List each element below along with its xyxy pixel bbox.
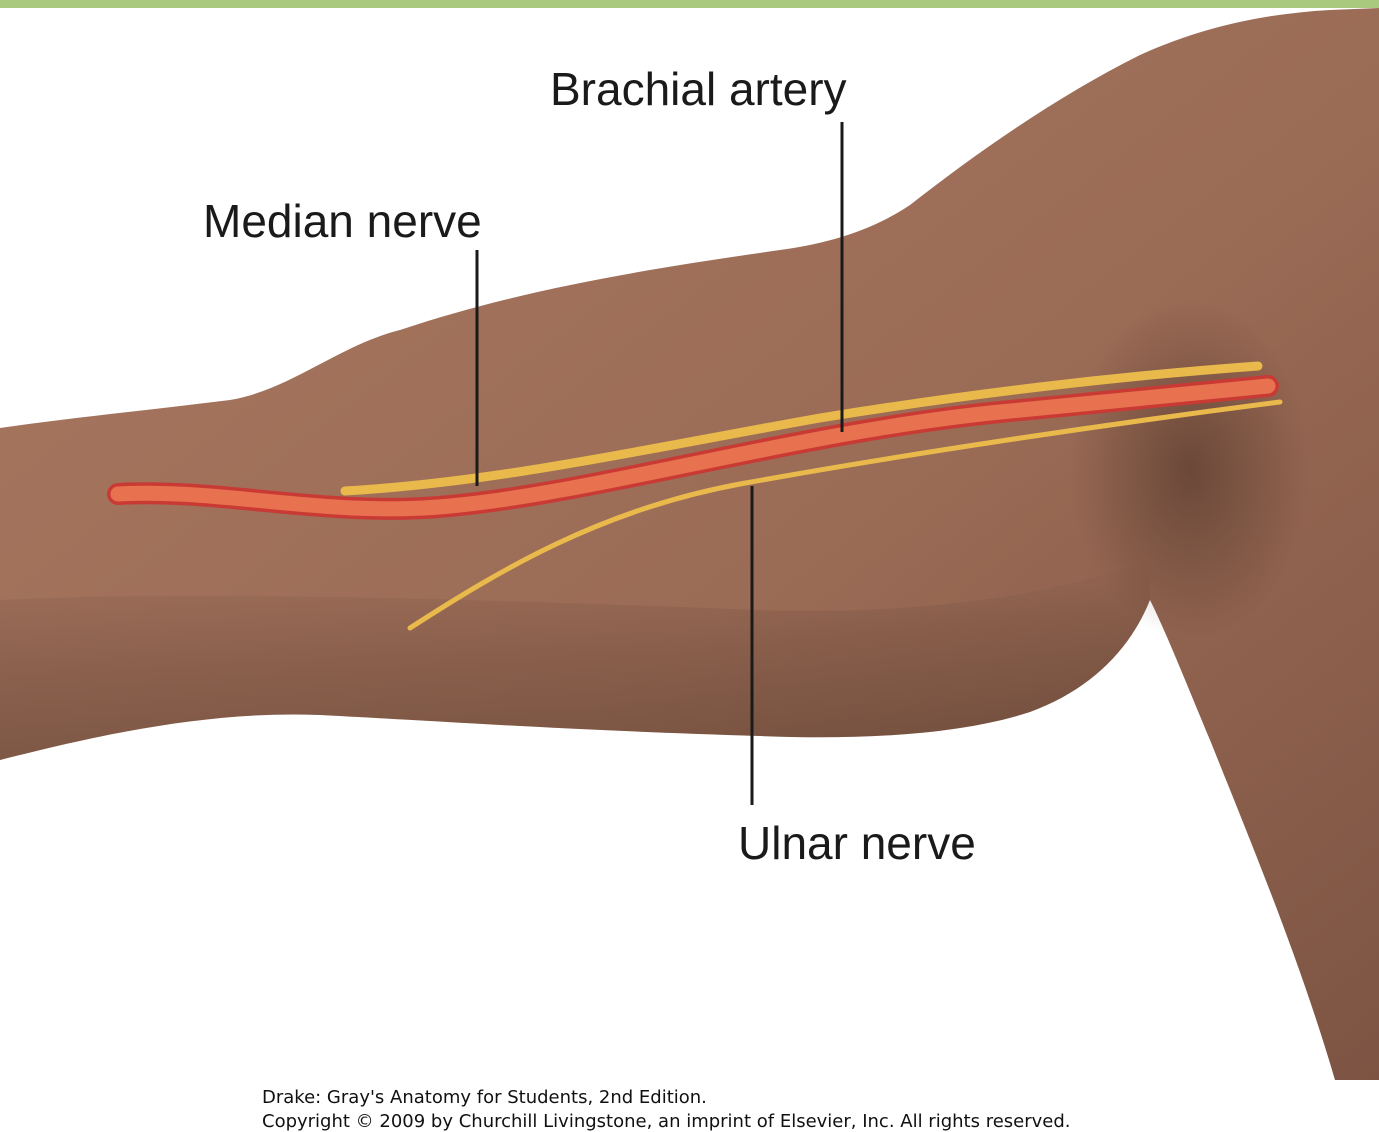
axilla-shadow	[1070, 300, 1310, 640]
brachial-artery-label: Brachial artery	[550, 66, 847, 112]
median-nerve-label: Median nerve	[203, 198, 482, 244]
source-credit-line: Drake: Gray's Anatomy for Students, 2nd …	[262, 1089, 707, 1107]
copyright-line: Copyright © 2009 by Churchill Livingston…	[262, 1113, 1071, 1131]
ulnar-nerve-label: Ulnar nerve	[738, 820, 976, 866]
